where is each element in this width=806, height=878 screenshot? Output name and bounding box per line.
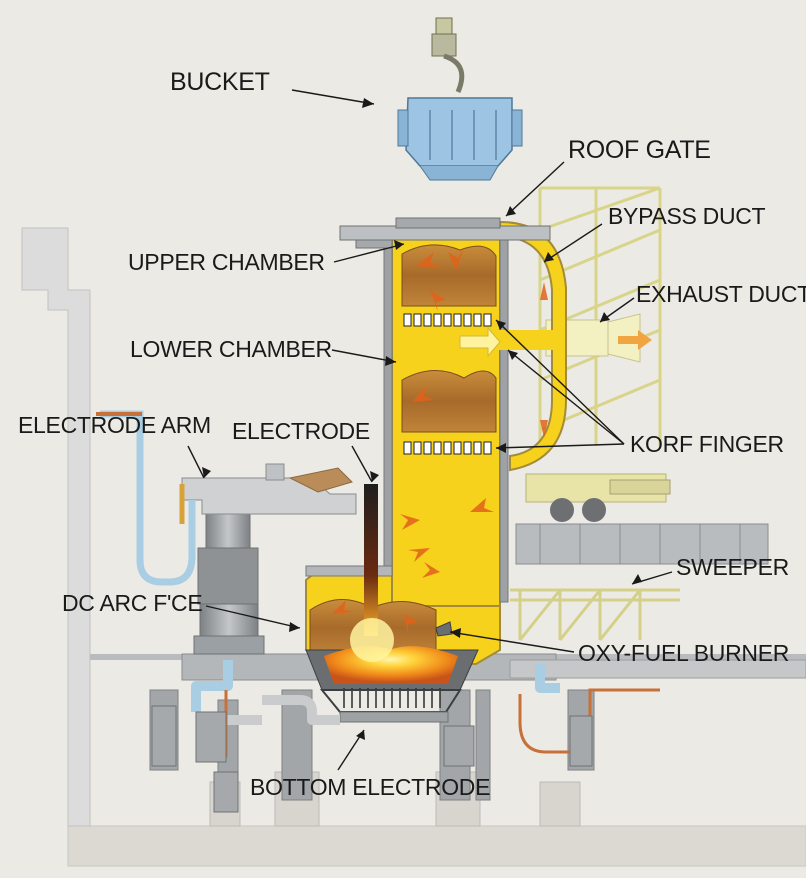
label-exhaust-duct: EXHAUST DUCT: [636, 281, 806, 307]
label-korf-finger: KORF FINGER: [630, 431, 784, 457]
building-wall: [21, 227, 91, 827]
label-electrode: ELECTRODE: [232, 418, 370, 444]
sweeper-arm: [510, 588, 680, 641]
label-bottom-electrode: BOTTOM ELECTRODE: [250, 774, 491, 800]
leader-upper-chamber: [333, 243, 405, 263]
electrode-mast: [193, 511, 265, 655]
label-roof-gate: ROOF GATE: [568, 136, 711, 164]
exhaust-flow-arrow: [618, 330, 652, 350]
arc-glow: [350, 618, 394, 662]
leader-korf-finger-lower: [495, 443, 625, 449]
electrode-cable-hose: [100, 410, 196, 586]
leader-roof-gate: [505, 161, 565, 217]
gas-flow-arrow-white: [459, 326, 501, 358]
cooling-water-piping: [191, 660, 560, 712]
leader-arrowheads: [202, 98, 642, 740]
leader-bucket: [291, 89, 375, 105]
shaft-roof: [339, 217, 551, 249]
label-bucket: BUCKET: [170, 68, 270, 96]
label-bypass-duct: BYPASS DUCT: [608, 203, 766, 229]
leader-bypass-duct: [543, 223, 603, 263]
label-sweeper: SWEEPER: [676, 554, 789, 580]
label-dc-arc-furnace: DC ARC F'CE: [62, 590, 203, 616]
label-lower-chamber: LOWER CHAMBER: [130, 336, 332, 362]
korf-finger-row-lower: [403, 441, 492, 455]
sweeper-car: [515, 473, 769, 565]
leader-lines: [187, 89, 673, 771]
korf-finger-row-upper: [403, 313, 492, 327]
leader-lower-chamber: [331, 349, 397, 363]
oxy-fuel-burner-nozzle: [435, 621, 453, 637]
leader-korf-finger-mid: [507, 349, 625, 445]
scrap-bucket: [397, 17, 523, 181]
leader-electrode-arm: [187, 445, 205, 479]
label-oxy-fuel-burner: OXY-FUEL BURNER: [578, 640, 790, 666]
leader-dc-arc: [205, 605, 301, 629]
support-columns: [149, 689, 595, 811]
gas-flow-arrows: [332, 248, 548, 634]
leader-electrode: [351, 445, 373, 483]
graphite-electrode: [364, 484, 378, 636]
label-electrode-arm: ELECTRODE ARM: [18, 412, 211, 438]
leader-korf-finger-upper: [495, 319, 625, 445]
preheater-shaft: [383, 229, 509, 607]
hydraulic-units: [151, 705, 593, 813]
leader-oxy-fuel: [449, 631, 575, 653]
label-upper-chamber: UPPER CHAMBER: [128, 249, 325, 275]
